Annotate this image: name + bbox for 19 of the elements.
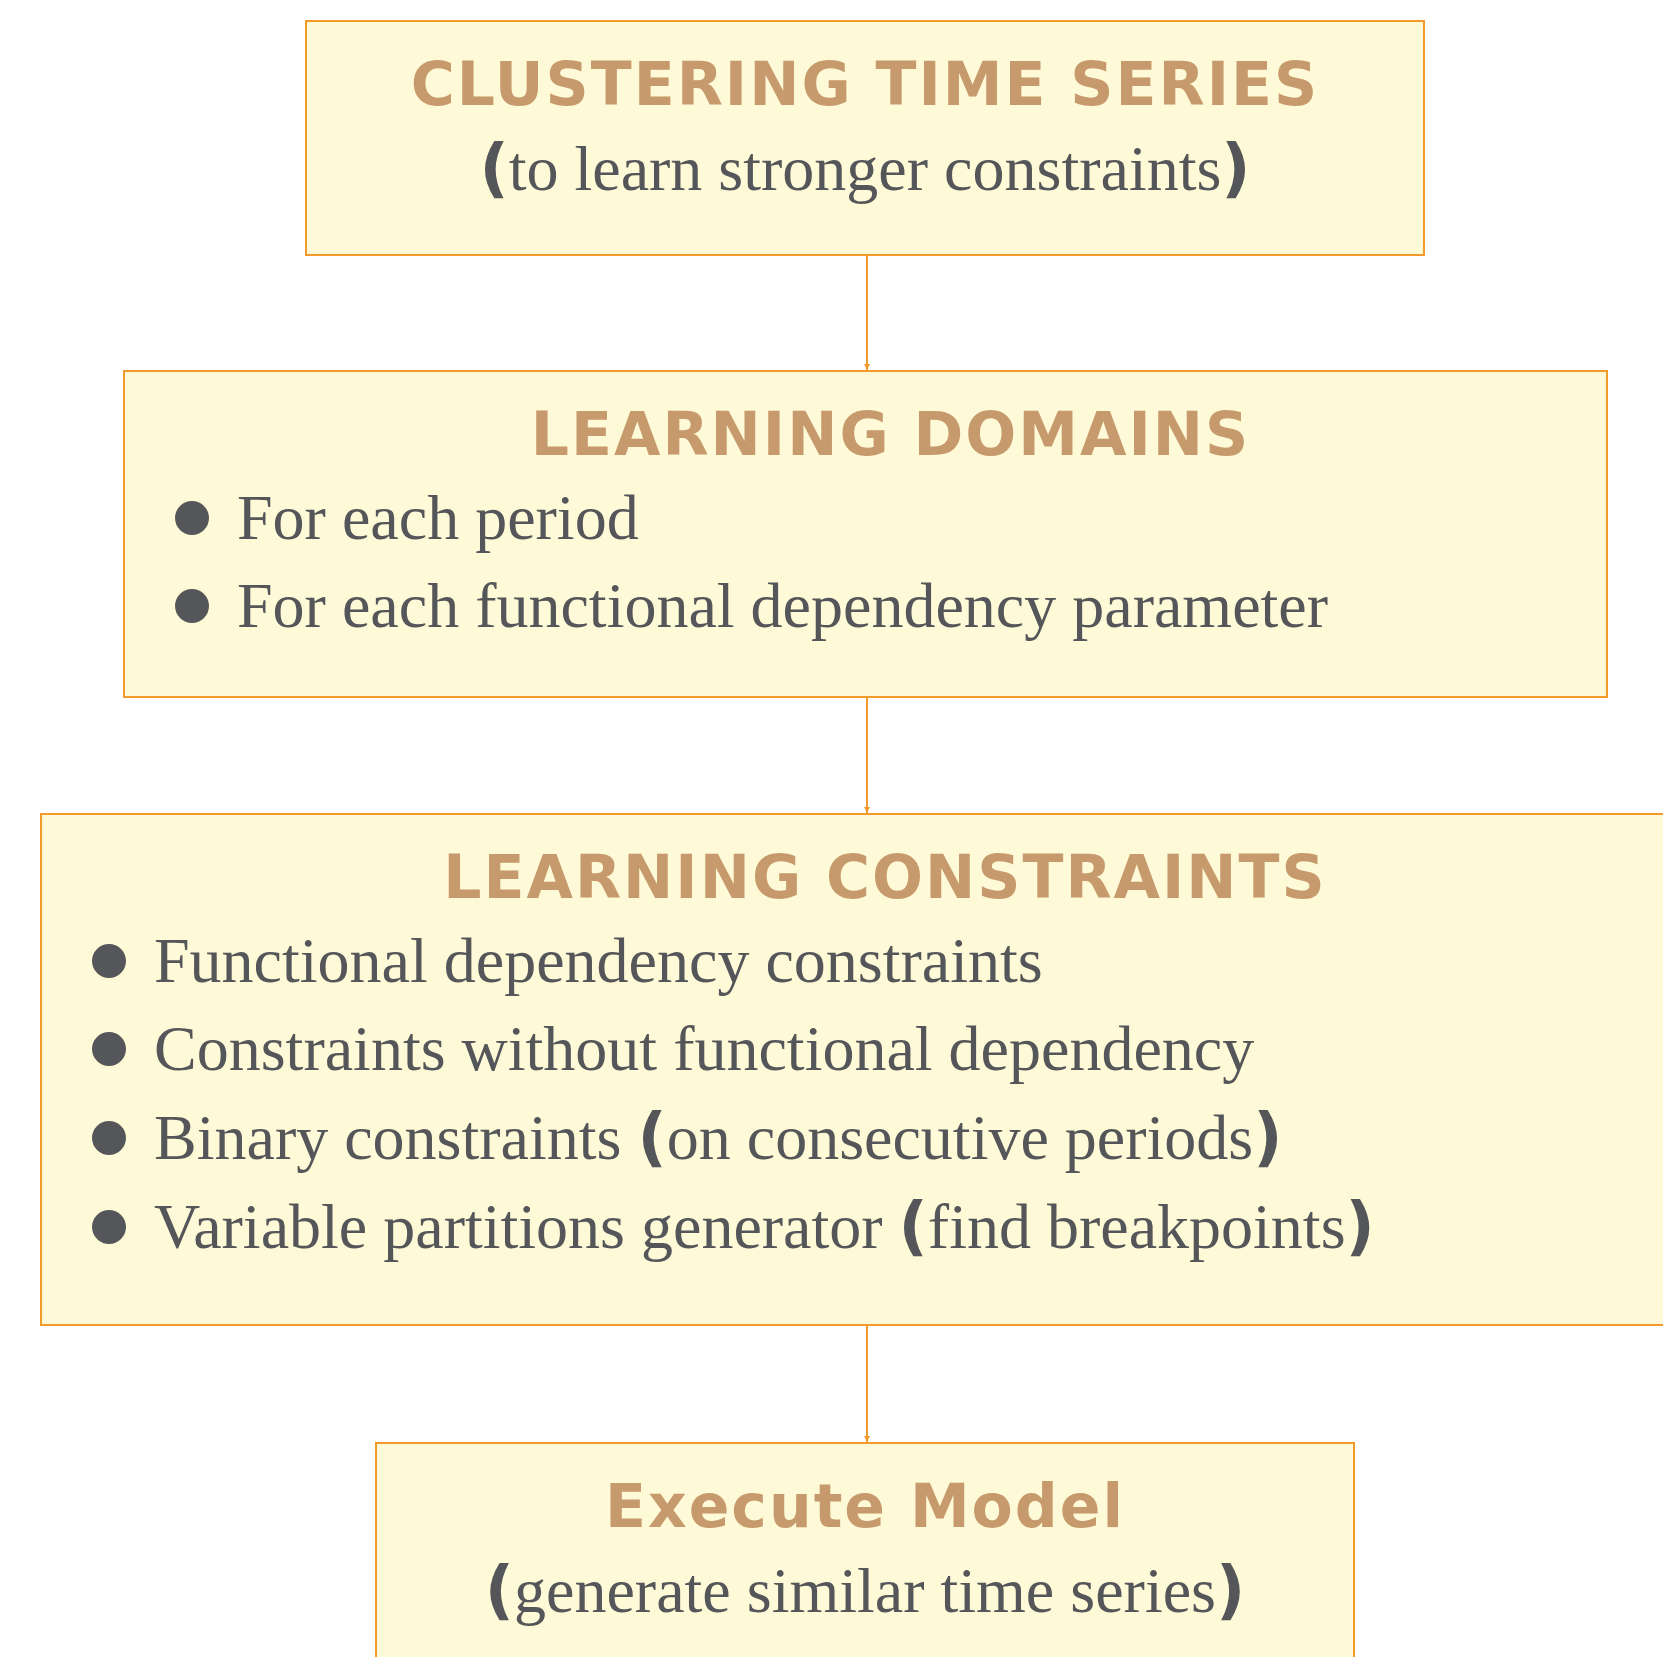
arrow — [864, 255, 870, 371]
arrow — [864, 697, 870, 814]
bullet-text: Binary constraints (on consecutive periods) — [154, 1099, 1283, 1176]
bullet-text: For each period — [237, 481, 639, 555]
box-heading: Execute Model — [604, 1470, 1126, 1543]
process-box — [123, 370, 1608, 698]
bullet-text: For each functional dependency parameter — [237, 569, 1329, 643]
bullet-text: Constraints without functional dependency — [154, 1012, 1255, 1086]
process-box — [305, 20, 1425, 256]
bullet-text: Functional dependency constraints — [154, 924, 1043, 998]
box-subtitle: (to learn stronger constraints) — [479, 130, 1251, 207]
bullet-text: Variable partitions generator (find breakpoints) — [154, 1188, 1375, 1265]
box-subtitle: (generate similar time series) — [484, 1552, 1246, 1629]
box-heading: LEARNING CONSTRAINTS — [443, 841, 1327, 914]
process-box — [375, 1442, 1355, 1657]
box-heading: CLUSTERING TIME SERIES — [410, 48, 1320, 121]
arrow — [864, 1325, 870, 1443]
box-heading: LEARNING DOMAINS — [530, 398, 1251, 471]
process-box — [40, 813, 1663, 1326]
